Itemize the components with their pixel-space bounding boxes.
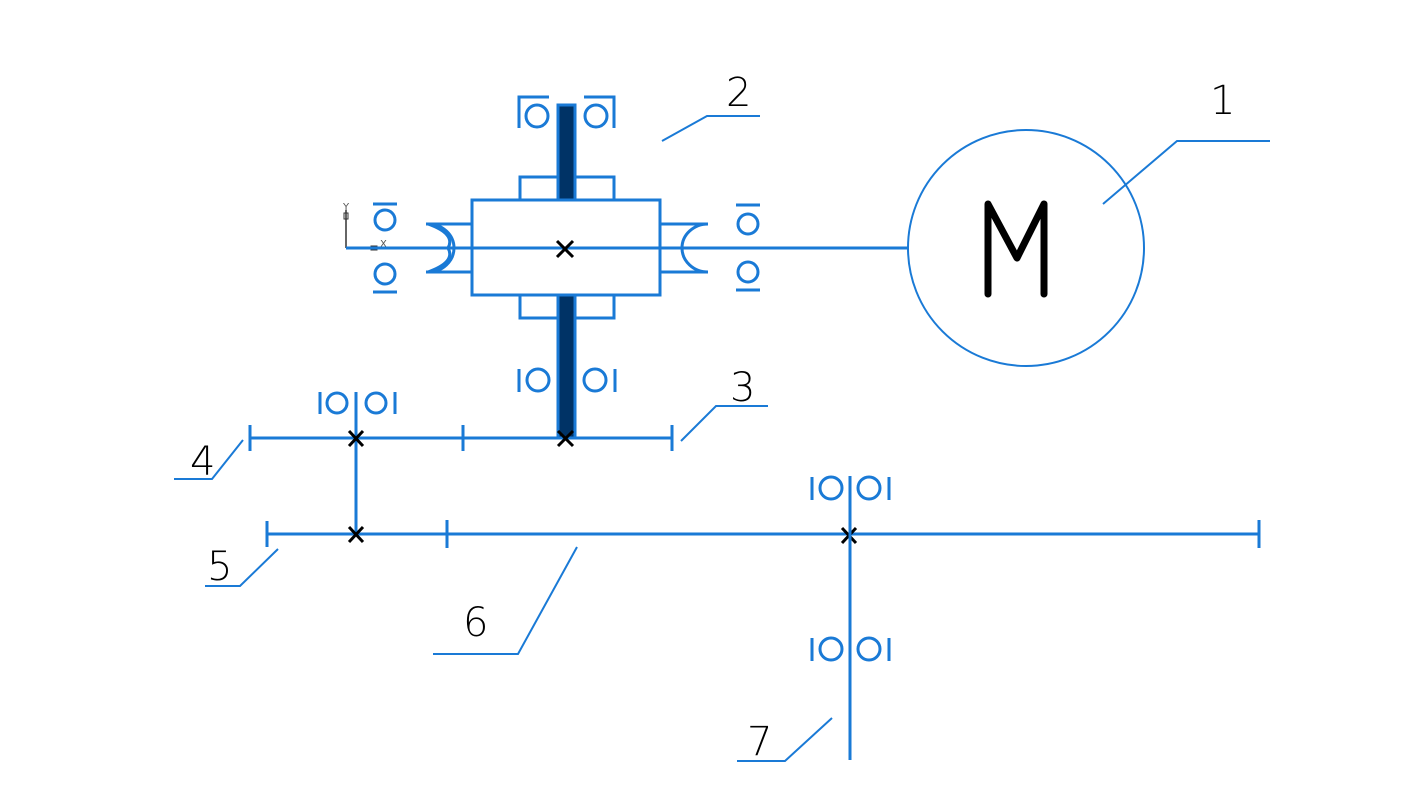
callout-4-label: 4 bbox=[190, 439, 215, 485]
output-upper-bearing bbox=[810, 475, 891, 501]
callout-4: 4 bbox=[174, 439, 244, 485]
output-lower-bearing bbox=[810, 636, 891, 662]
callout-3-label: 3 bbox=[730, 365, 755, 411]
callout-6: 6 bbox=[433, 546, 578, 655]
callout-6-label: 6 bbox=[463, 600, 488, 646]
callout-1: 1 bbox=[1102, 78, 1270, 205]
callout-7-label: 7 bbox=[747, 719, 772, 765]
gear-5-cross-icon bbox=[347, 525, 365, 544]
vertical-shaft-lower bbox=[556, 293, 577, 440]
callout-2-label: 2 bbox=[726, 70, 751, 116]
axis-x-label: X bbox=[380, 239, 387, 250]
gear-4-cross-icon bbox=[347, 429, 365, 448]
callout-1-label: 1 bbox=[1210, 78, 1235, 124]
right-bearing bbox=[736, 203, 760, 292]
top-bearing bbox=[517, 95, 616, 129]
callout-3: 3 bbox=[680, 365, 768, 442]
callout-5-label: 5 bbox=[207, 544, 232, 590]
right-coupling bbox=[660, 222, 709, 274]
axis-y-label: Y bbox=[342, 202, 350, 213]
lower-shaft-bearing bbox=[517, 367, 617, 393]
callout-5: 5 bbox=[205, 544, 279, 590]
left-bearing bbox=[373, 202, 397, 294]
left-coupling bbox=[426, 222, 472, 274]
gear-4-bearing bbox=[318, 391, 397, 415]
gear-3-cross-icon bbox=[556, 429, 575, 448]
callout-7: 7 bbox=[737, 717, 833, 765]
center-cross-icon bbox=[555, 239, 575, 259]
ucs-axes-icon: Y X bbox=[342, 202, 387, 251]
callout-2: 2 bbox=[661, 70, 760, 142]
motor-symbol-m bbox=[984, 200, 1048, 298]
motor-circle bbox=[907, 129, 1145, 367]
vertical-shaft-upper bbox=[556, 103, 577, 202]
